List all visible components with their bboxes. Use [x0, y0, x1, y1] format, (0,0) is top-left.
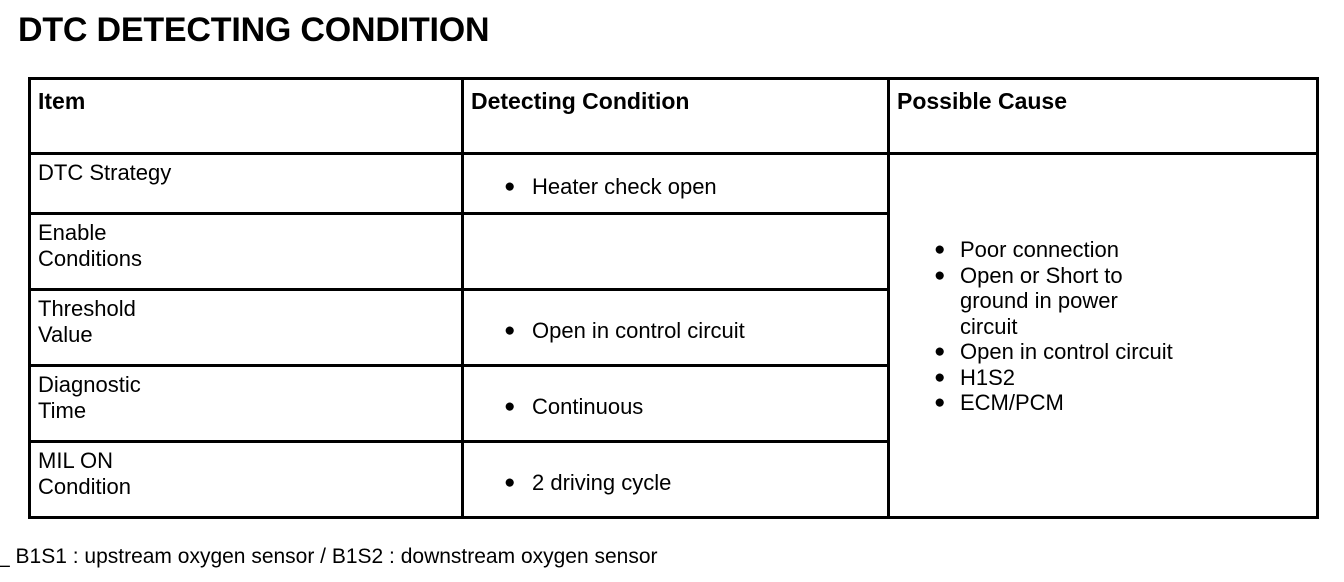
detecting-cell-enable-conditions [461, 212, 890, 291]
bullet-icon: ● [504, 320, 516, 341]
bullet-label: Open or Short to ground in power circuit [960, 262, 1123, 339]
list-item: ● ECM/PCM [934, 390, 1316, 416]
item-label: DTC Strategy [38, 160, 172, 185]
header-label-item: Item [38, 88, 86, 114]
detecting-cell-mil-on-condition: ● 2 driving cycle [461, 440, 890, 519]
bullet-icon: ● [934, 341, 946, 362]
bullet-label: Poor connection [960, 237, 1119, 262]
bullet-icon: ● [504, 472, 516, 493]
bullet-icon: ● [934, 366, 946, 388]
bullet-label: H1S2 [960, 364, 1016, 390]
detecting-cell-threshold-value: ● Open in control circuit [461, 288, 890, 367]
bullet-item: ● Heater check open [464, 155, 887, 200]
bullet-label: Continuous [532, 394, 644, 419]
table-row: Threshold Value ● Open in control circui… [28, 288, 1318, 367]
bullet-item: ● Continuous [464, 367, 887, 420]
item-label: Enable Conditions [38, 220, 142, 271]
item-label: MIL ON Condition [38, 448, 131, 499]
table-row: MIL ON Condition ● 2 driving cycle [28, 440, 1318, 519]
list-item: ● H1S2 [934, 365, 1316, 391]
header-cell-possible-cause: Possible Cause [887, 77, 1319, 155]
table-header-row: Item Detecting Condition Possible Cause [28, 77, 1319, 155]
list-item: ● Poor connection [934, 237, 1316, 263]
possible-cause-list: ● Poor connection ● Open or Short to gro… [890, 155, 1316, 416]
bullet-label: Open in control circuit [960, 339, 1173, 364]
bullet-label: ECM/PCM [960, 390, 1064, 415]
table-row: Enable Conditions [28, 212, 1318, 291]
bullet-item: ● Open in control circuit [464, 291, 887, 344]
dtc-table: Item Detecting Condition Possible Cause … [28, 77, 1319, 519]
item-label: Threshold Value [38, 296, 136, 347]
bullet-label: Heater check open [532, 174, 717, 199]
table-row: DTC Strategy ● Heater check open ● Poor … [28, 152, 1319, 519]
detecting-cell-diagnostic-time: ● Continuous [461, 364, 890, 443]
bullet-icon: ● [934, 264, 946, 286]
page-title: DTC DETECTING CONDITION [18, 11, 490, 49]
item-cell-enable-conditions: Enable Conditions [28, 212, 464, 291]
bullet-item: ● 2 driving cycle [464, 443, 887, 496]
list-item: ● Open or Short to ground in power circu… [934, 263, 1316, 340]
list-item: ● Open in control circuit [934, 339, 1316, 365]
table-row: Diagnostic Time ● Continuous [28, 364, 1318, 443]
item-cell-mil-on-condition: MIL ON Condition [28, 440, 464, 519]
possible-cause-cell: ● Poor connection ● Open or Short to gro… [887, 152, 1319, 519]
header-label-possible-cause: Possible Cause [897, 88, 1068, 114]
item-cell-diagnostic-time: Diagnostic Time [28, 364, 464, 443]
header-cell-item: Item [28, 77, 464, 155]
footnote: _ B1S1 : upstream oxygen sensor / B1S2 :… [0, 545, 658, 568]
bullet-label: 2 driving cycle [532, 470, 672, 495]
bullet-icon: ● [504, 176, 516, 197]
item-cell-dtc-strategy: DTC Strategy [28, 152, 464, 215]
detecting-cell-dtc-strategy: ● Heater check open [461, 152, 890, 215]
header-cell-detecting-condition: Detecting Condition [461, 77, 890, 155]
item-label: Diagnostic Time [38, 372, 141, 423]
item-cell-threshold-value: Threshold Value [28, 288, 464, 367]
bullet-icon: ● [504, 396, 516, 417]
bullet-icon: ● [934, 392, 946, 413]
bullet-label: Open in control circuit [532, 318, 745, 343]
header-label-detecting-condition: Detecting Condition [471, 88, 690, 114]
bullet-icon: ● [934, 239, 946, 260]
